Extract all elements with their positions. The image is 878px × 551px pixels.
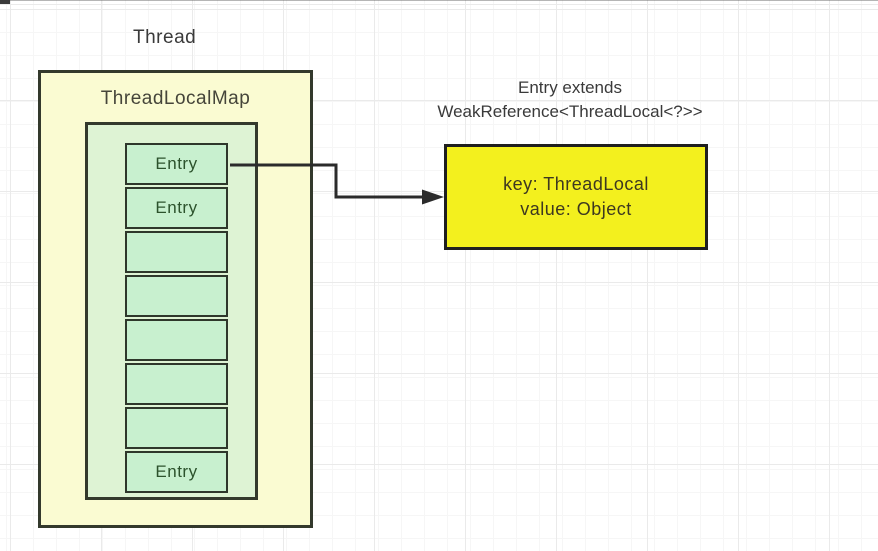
entry-detail-box: key: ThreadLocal value: Object xyxy=(444,144,708,250)
entry-cell-7: Entry xyxy=(125,451,228,493)
entry-cell-6 xyxy=(125,407,228,449)
threadlocalmap-title: ThreadLocalMap xyxy=(100,88,251,109)
entry-cell-0: Entry xyxy=(125,143,228,185)
window-top-edge xyxy=(0,0,878,1)
entry-extends-line2: WeakReference<ThreadLocal<?>> xyxy=(437,102,703,121)
entry-cell-5 xyxy=(125,363,228,405)
corner-artifact xyxy=(0,0,10,4)
entry-cell-1: Entry xyxy=(125,187,228,229)
entry-cell-3 xyxy=(125,275,228,317)
entry-key-line: key: ThreadLocal xyxy=(503,174,649,194)
thread-label: Thread xyxy=(133,27,197,48)
entry-extends-note: Entry extends WeakReference<ThreadLocal<… xyxy=(402,76,738,124)
entry-cell-2 xyxy=(125,231,228,273)
entry-extends-line1: Entry extends xyxy=(518,78,622,97)
entry-cell-4 xyxy=(125,319,228,361)
entry-value-line: value: Object xyxy=(520,199,632,219)
arrowhead-icon xyxy=(422,189,444,205)
entry-cell-stack: Entry Entry Entry xyxy=(125,143,228,493)
